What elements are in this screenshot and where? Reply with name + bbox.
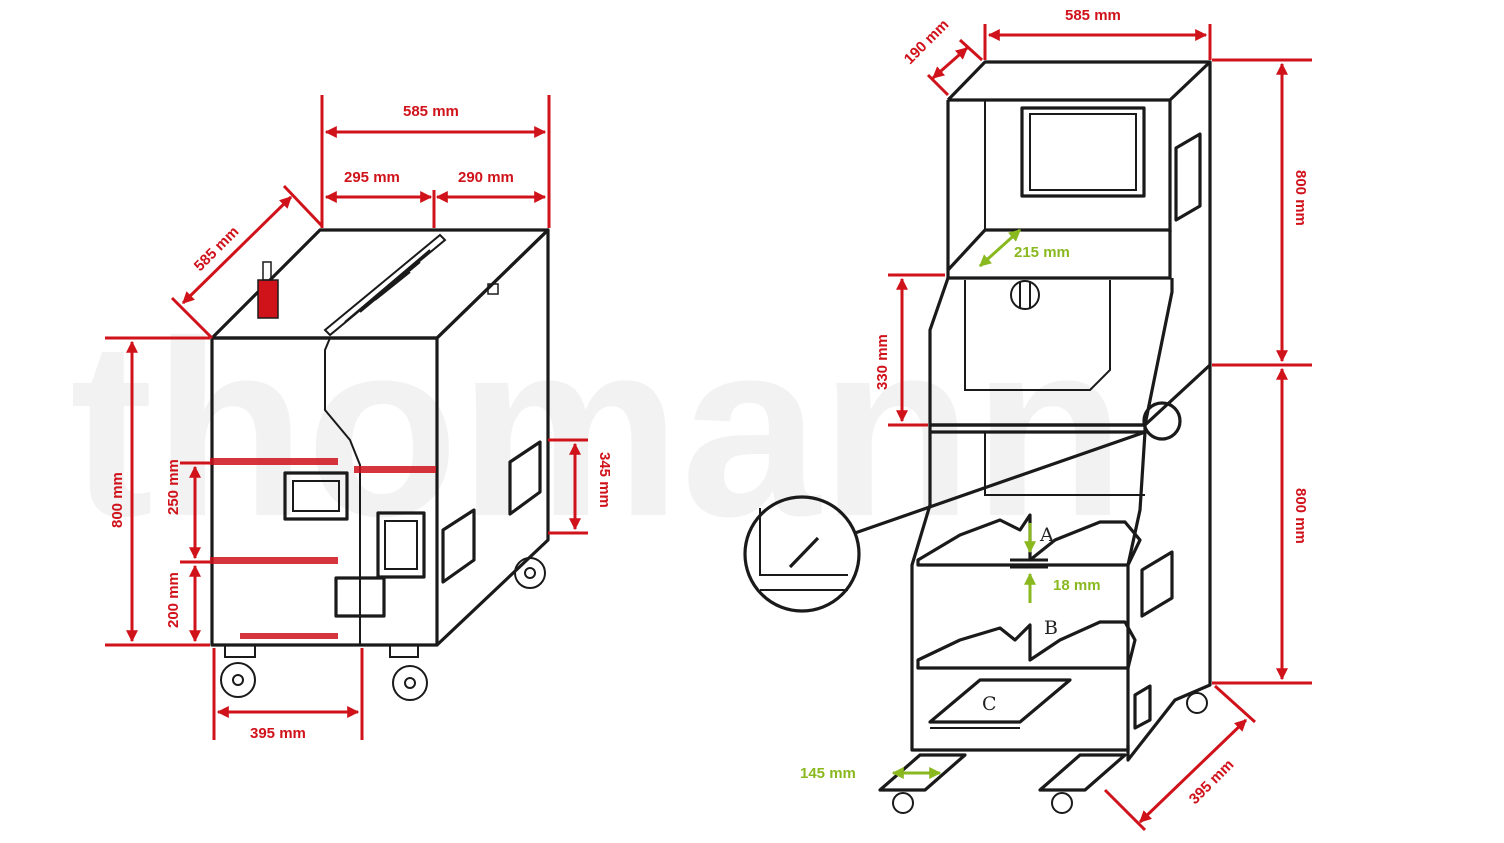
right-upper-height-label: 800 mm: [1292, 170, 1309, 226]
left-top-width-label: 585 mm: [403, 103, 459, 120]
watermark-text: thomann: [70, 289, 1125, 568]
right-top-width-label: 585 mm: [1065, 7, 1121, 24]
open-case-drawing: [743, 60, 1212, 814]
right-thickness-label: 18 mm: [1053, 577, 1101, 594]
open-case-dimension-lines: [888, 24, 1312, 832]
left-base-label: 395 mm: [250, 725, 306, 742]
left-lower-handle-label: 200 mm: [165, 572, 182, 628]
left-upper-handle-label: 250 mm: [165, 459, 182, 515]
left-side-handle-label: 345 mm: [596, 452, 613, 508]
shelf-b-letter: B: [1044, 617, 1058, 639]
shelf-c-letter: C: [982, 693, 997, 715]
closed-case-drawing: [210, 228, 550, 701]
closed-case-dimension-lines: [105, 95, 588, 740]
right-compartment-label: 330 mm: [874, 334, 891, 390]
shelf-a-letter: A: [1039, 524, 1054, 546]
right-base-depth-label: 395 mm: [1186, 756, 1238, 808]
right-shelf-depth-label: 215 mm: [1014, 244, 1070, 261]
left-top-right-label: 290 mm: [458, 169, 514, 186]
left-depth-label: 585 mm: [191, 223, 243, 275]
right-foot-label: 145 mm: [800, 765, 856, 782]
left-height-label: 800 mm: [109, 472, 126, 528]
left-top-left-label: 295 mm: [344, 169, 400, 186]
right-lower-height-label: 800 mm: [1292, 488, 1309, 544]
right-top-depth-label: 190 mm: [901, 16, 953, 68]
